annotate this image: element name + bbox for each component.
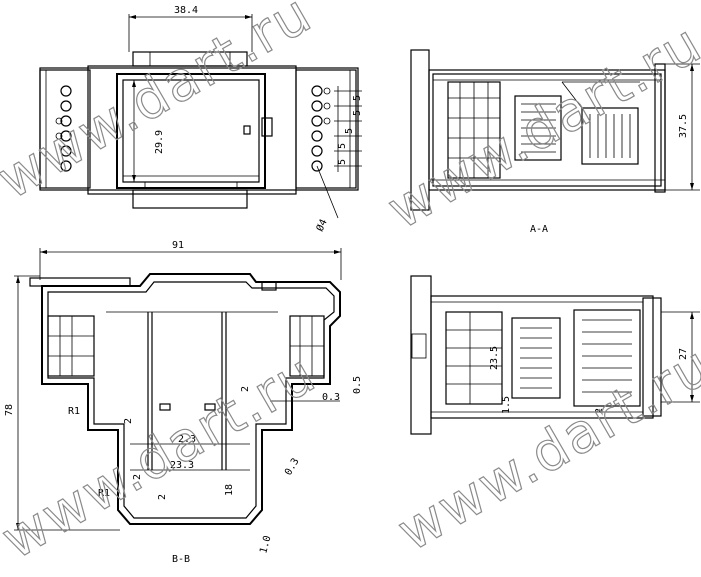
dim-pitch-1: 5 (352, 95, 363, 101)
dim-bb-width: 91 (172, 240, 184, 251)
dim-front-height: 29.9 (154, 130, 165, 154)
front-view: 38.4 29.9 (39, 5, 363, 233)
dim-bb-wall-2c: 2 (132, 474, 143, 480)
label-section-aa: A-A (530, 224, 548, 235)
dim-pitch-5: 5 (337, 159, 348, 165)
dim-bb-radius-1: R1 (68, 406, 80, 417)
dim-bb-radius-2: R1 (98, 488, 110, 499)
section-aa-view: 37.5 A-A (410, 49, 700, 235)
dim-bb-height: 78 (4, 404, 15, 416)
label-section-bb: B-B (172, 554, 190, 565)
dim-bb-inner-23a: 2.3 (178, 434, 196, 445)
dim-pitch-4: 5 (337, 143, 348, 149)
dim-bb-wall-2b: 2 (240, 386, 251, 392)
side-view: 23.5 1.5 2 27 (410, 275, 700, 435)
dim-bb-gap-03: 0.3 (322, 392, 340, 403)
dim-bb-gap-03b: 0.3 (283, 456, 302, 477)
dim-hole-dia: Ø4 (314, 217, 330, 233)
dim-bb-wall-2a: 2 (123, 418, 134, 424)
dim-bb-inner-23b: 23.3 (170, 460, 194, 471)
dim-bb-small-1: 18 (224, 484, 235, 496)
dim-side-2: 2 (594, 408, 605, 414)
dim-side-235: 23.5 (489, 346, 500, 370)
dim-pitch-3: 5 (344, 128, 355, 134)
watermark: www.dart.ru (377, 11, 701, 241)
dim-bb-wall-2d: 2 (157, 494, 168, 500)
dim-side-27: 27 (678, 348, 689, 360)
dim-top-width: 38.4 (174, 5, 198, 16)
dim-bb-gap-05: 0.5 (352, 376, 363, 394)
dim-side-15: 1.5 (501, 396, 512, 414)
dim-aa-height: 37.5 (678, 114, 689, 138)
dim-bb-bottom-1: 1.0 (258, 534, 273, 554)
dim-pitch-2: 5 (352, 110, 363, 116)
watermark: www.dart.ru (0, 0, 323, 211)
